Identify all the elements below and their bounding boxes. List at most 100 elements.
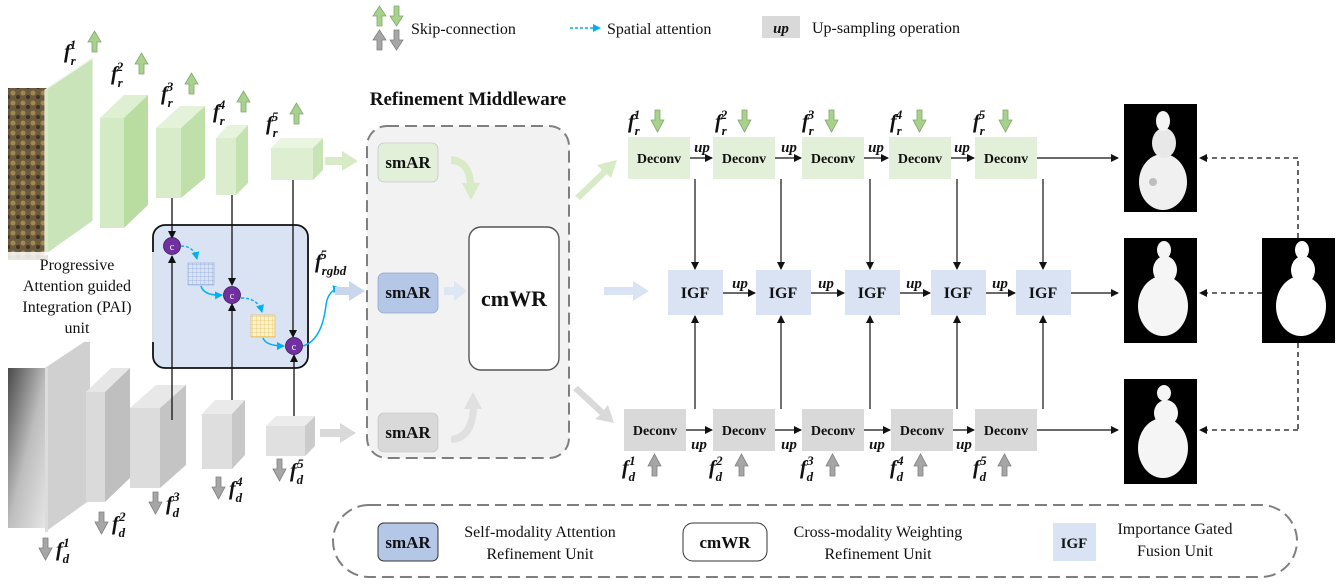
depth-feature-label-1: fd1 <box>38 535 70 566</box>
depth-feature-block-4 <box>202 400 245 469</box>
middleware-to-rgb-decoder-arrow <box>575 160 617 200</box>
svg-text:fd4: fd4 <box>890 453 904 484</box>
concat-node-3: c <box>285 337 303 355</box>
svg-text:IGF: IGF <box>1029 285 1058 302</box>
depth-feature-label-3: fd3 <box>148 489 180 520</box>
igf-unit-3 <box>845 270 900 315</box>
igf-unit-2 <box>756 270 811 315</box>
fused-to-middleware-arrow <box>335 281 365 301</box>
rgb-feature-label-4: fr4 <box>213 90 251 128</box>
depth-deconv-2 <box>713 409 775 451</box>
rgb-feature-block-3 <box>156 106 205 198</box>
svg-text:IGF: IGF <box>681 285 710 302</box>
supervision-arrows <box>1199 154 1299 434</box>
depth-deconv-3 <box>802 409 864 451</box>
skip-connection-label: Skip-connection <box>411 21 516 38</box>
svg-text:fd1: fd1 <box>622 453 636 484</box>
depth-feature-label-4: fd4 <box>211 474 243 505</box>
rgb-feature-block-5 <box>271 138 323 180</box>
rgb-feature-label-1: fr1 <box>64 30 102 68</box>
legend-igf-desc-2: Fusion Unit <box>1137 543 1214 560</box>
skip-up-arrow-icon <box>134 52 149 75</box>
top-legend: Skip-connection Spatial attention up Up-… <box>372 5 960 51</box>
depth-encoder <box>45 338 315 532</box>
up-sampling-symbol: up <box>954 140 970 156</box>
skip-down-arrow-icon <box>38 537 53 561</box>
svg-text:c: c <box>170 242 175 253</box>
svg-text:fd2: fd2 <box>709 453 723 484</box>
up-sampling-symbol: up <box>781 437 797 453</box>
svg-text:fr3: fr3 <box>802 107 815 138</box>
attention-map-1 <box>187 262 215 286</box>
fused-feature-label: frgbd5 <box>315 247 347 278</box>
skip-down-arrow-icon <box>272 458 287 482</box>
igf-unit-5 <box>1016 270 1071 315</box>
smar-rgb-box <box>377 142 439 183</box>
svg-text:fr4: fr4 <box>890 107 903 138</box>
rgb-feature-labels: fr1 fr2 fr3 fr4 fr5 <box>64 30 304 140</box>
up-sampling-symbol: up <box>992 276 1008 292</box>
smar-to-cmwr-arrow <box>451 156 480 200</box>
skip-down-arrow-icon <box>94 511 109 535</box>
saliency-output-depth <box>1124 379 1197 484</box>
rgb-deconv-5 <box>975 137 1037 179</box>
depth-decoder: Deconv Deconv Deconv Deconv Deconv up up… <box>622 409 1119 484</box>
svg-text:fr2: fr2 <box>715 107 728 138</box>
skip-up-arrow-icon <box>997 453 1012 477</box>
depth-to-middleware-arrow <box>320 423 356 443</box>
skip-up-arrow-icon <box>913 453 928 477</box>
svg-text:IGF: IGF <box>1061 536 1088 552</box>
svg-text:Deconv: Deconv <box>722 424 766 439</box>
skip-connection-icon <box>372 5 404 51</box>
legend-smar-desc-1: Self-modality Attention <box>464 524 616 541</box>
igf-unit-1 <box>668 270 723 315</box>
svg-text:Attention guided: Attention guided <box>23 278 131 295</box>
up-sampling-symbol: up <box>906 276 922 292</box>
depth-feature-block-3 <box>130 385 186 488</box>
skip-down-arrow-icon <box>650 109 665 133</box>
pai-label: Progressive Attention guided Integration… <box>4 252 154 342</box>
svg-text:Progressive: Progressive <box>40 257 115 274</box>
igf-row: IGF IGF IGF IGF IGF up up up up <box>668 179 1119 409</box>
rgb-feature-block-1 <box>44 56 95 256</box>
svg-text:Integration (PAI): Integration (PAI) <box>22 299 131 316</box>
svg-text:fr1: fr1 <box>628 107 641 138</box>
depth-deconv-4 <box>891 409 953 451</box>
up-sampling-symbol: up <box>869 437 885 453</box>
depth-feature-label-2: fd2 <box>94 509 126 540</box>
middleware-box <box>366 125 570 459</box>
rgb-feature-block-4 <box>216 125 248 195</box>
bottom-legend-box <box>332 504 1298 578</box>
legend-cmwr-desc-1: Cross-modality Weighting <box>794 524 963 541</box>
svg-text:fr3: fr3 <box>161 79 174 110</box>
up-sampling-symbol: up <box>781 140 797 156</box>
svg-text:fr4: fr4 <box>213 97 226 128</box>
svg-text:smAR: smAR <box>385 283 431 302</box>
rgb-feature-label-2: fr2 <box>111 52 149 90</box>
svg-text:cmWR: cmWR <box>481 286 548 311</box>
svg-text:cmWR: cmWR <box>700 533 752 552</box>
svg-text:fr2: fr2 <box>111 59 124 90</box>
up-sampling-symbol: up <box>773 21 789 37</box>
skip-up-arrow-icon <box>734 453 749 477</box>
svg-text:Deconv: Deconv <box>633 424 677 439</box>
attention-map-2 <box>250 314 276 338</box>
bottom-legend: smAR Self-modality Attention Refinement … <box>332 504 1298 578</box>
concat-node-2: c <box>223 286 241 304</box>
svg-text:fd2: fd2 <box>112 509 126 540</box>
rgb-feature-label-5: fr5 <box>266 102 304 140</box>
skip-down-arrow-icon <box>737 109 752 133</box>
skip-down-arrow-icon <box>912 109 927 133</box>
up-sampling-symbol: up <box>694 140 710 156</box>
rgb-feature-block-2 <box>100 95 148 228</box>
svg-text:fd4: fd4 <box>229 474 243 505</box>
svg-text:fd1: fd1 <box>56 535 70 566</box>
svg-text:Deconv: Deconv <box>811 424 855 439</box>
middleware-title: Refinement Middleware <box>370 89 566 110</box>
up-sampling-symbol: up <box>868 140 884 156</box>
skip-up-arrow-icon <box>289 102 304 125</box>
svg-text:fd5: fd5 <box>973 453 987 484</box>
skip-up-arrow-icon <box>647 453 662 477</box>
depth-input-image <box>8 368 48 528</box>
